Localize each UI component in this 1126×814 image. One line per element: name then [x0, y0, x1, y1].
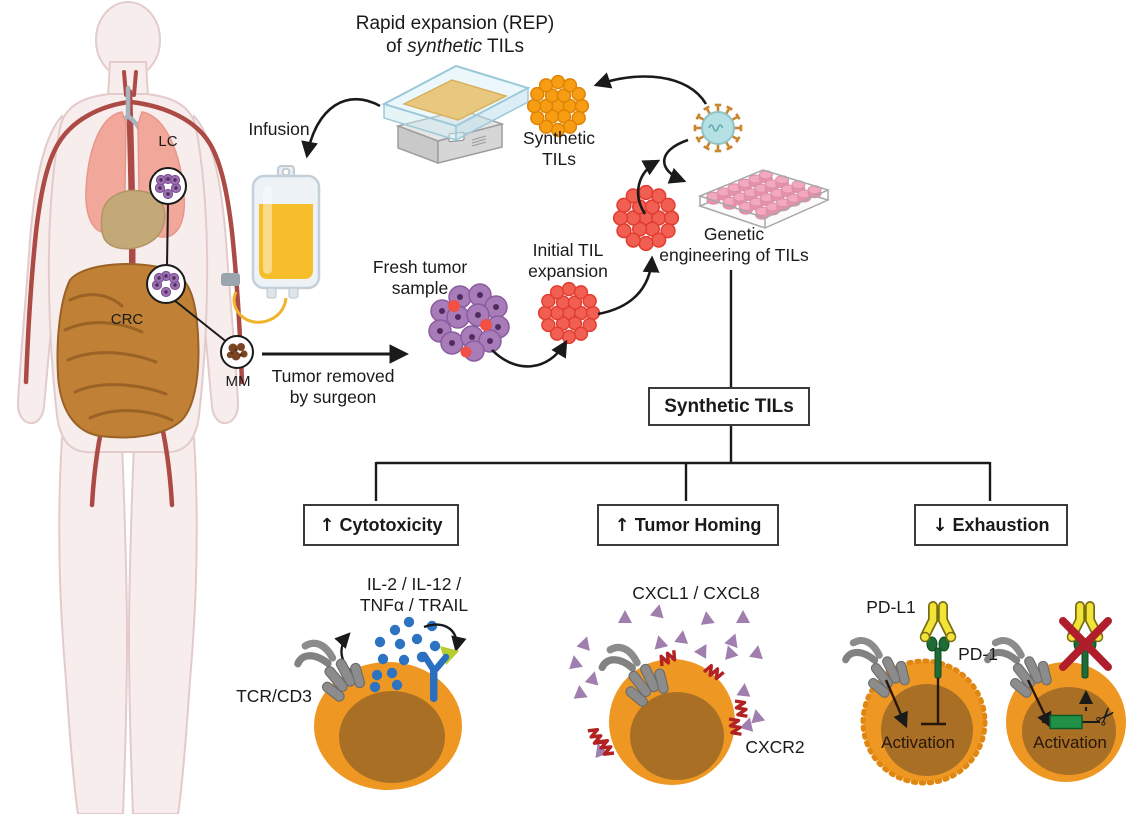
lc-label: LC [158, 133, 178, 150]
flowchart-connectors [374, 270, 992, 501]
pd1-label: PD-1 [958, 644, 998, 664]
cxcr2-label: CXCR2 [745, 737, 805, 757]
body-right-leg [127, 436, 198, 814]
intestines [56, 263, 200, 439]
arrow-plate-to-synthetic [593, 72, 708, 105]
arrow-secretion-right [423, 623, 467, 653]
arrow-til-expansion [597, 255, 660, 316]
arm-clamp [221, 273, 240, 286]
initial-til-label: Initial TIL expansion [528, 240, 608, 281]
well-plate-icon [697, 169, 831, 229]
engineered-cell: ✂ [982, 606, 1126, 782]
arrow-tcr-activation [884, 679, 908, 729]
tumor-removed-label: Tumor removed by surgeon [271, 366, 395, 407]
iv-bag-icon [221, 165, 321, 324]
workflow-arrows [262, 72, 708, 368]
exhaustion-box: ↓Exhaustion [914, 504, 1068, 546]
red-x-icon [1059, 617, 1112, 671]
tumor-site-lc [149, 167, 187, 205]
gene-cassette-icon [1049, 714, 1083, 730]
infusion-tube [232, 291, 288, 324]
virus-vector-icon [693, 103, 743, 153]
initial-til-cluster-icon [537, 281, 601, 345]
cytotoxicity-box: ↑Cytotoxicity [303, 504, 459, 546]
fresh-tumor-label: Fresh tumor sample [372, 257, 468, 298]
tcr-cd3-label: TCR/CD3 [236, 686, 312, 706]
arrow-fresh-to-til [491, 339, 568, 368]
figure-title: Rapid expansion (REP) of synthetic TILs [355, 13, 555, 57]
cytotoxicity-cell [292, 616, 467, 790]
activation-label-right: Activation [1033, 733, 1107, 752]
cytokines-label: IL-2 / IL-12 / TNFα / TRAIL [359, 574, 469, 615]
fresh-tumor-icon [428, 283, 510, 362]
tumor-site-mm [220, 335, 254, 369]
death-receptor-icon [420, 646, 459, 702]
tumor-homing-cell [566, 602, 766, 785]
arrow-infusion [301, 97, 381, 159]
liver [100, 189, 166, 250]
arrow-til-to-plate [636, 159, 661, 215]
cxcl-label: CXCL1 / CXCL8 [632, 583, 760, 603]
synthetic-tils-label: Synthetic TILs [523, 128, 595, 169]
tumor-site-crc [146, 264, 186, 304]
activation-label-left: Activation [881, 733, 955, 752]
crc-label: CRC [110, 311, 144, 328]
arrow-virus-to-plate [662, 138, 689, 184]
pdl1-label: PD-L1 [866, 597, 916, 617]
culture-vessel-icon [381, 64, 531, 142]
human-body-illustration [16, 1, 254, 814]
tumor-homing-box: ↑Tumor Homing [597, 504, 779, 546]
arrow-tcr-activation [1026, 679, 1052, 729]
infusion-label: Infusion [248, 119, 310, 139]
mm-label: MM [225, 373, 251, 390]
genetic-engineering-label: Genetic engineering of TILs [659, 224, 809, 265]
exhausted-cell [840, 606, 988, 786]
